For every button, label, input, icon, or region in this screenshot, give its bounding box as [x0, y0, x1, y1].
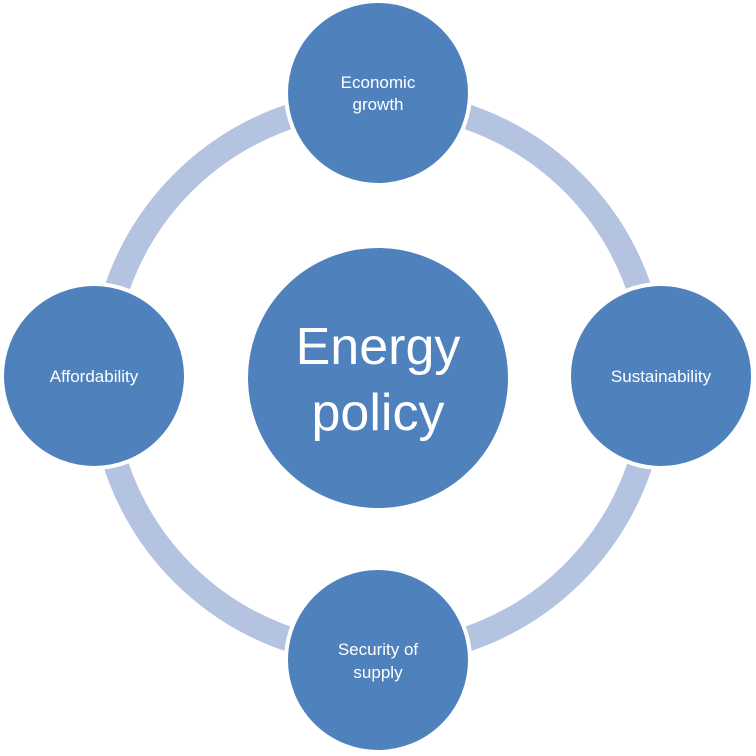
node-security-of-supply-circle: [284, 566, 472, 754]
node-sustainability-label: Sustainability: [611, 367, 712, 386]
center-node: Energy policy: [244, 244, 512, 512]
node-sustainability: Sustainability: [567, 282, 755, 470]
node-economic-growth-label-line-2: growth: [352, 95, 403, 114]
center-node-label-line-2: policy: [312, 384, 445, 442]
node-affordability-circle: [0, 282, 188, 470]
node-security-of-supply-label-line-1: Security of: [338, 640, 419, 659]
node-security-of-supply-label-line-2: supply: [353, 663, 403, 682]
node-sustainability-circle: [567, 282, 755, 470]
node-economic-growth-label-line-1: Economic: [341, 73, 416, 92]
node-affordability: Affordability: [0, 282, 188, 470]
center-node-label-line-1: Energy: [296, 318, 461, 376]
node-security-of-supply: Security of supply: [284, 566, 472, 754]
node-economic-growth-circle: [284, 0, 472, 187]
center-node-circle: [244, 244, 512, 512]
node-affordability-label: Affordability: [50, 367, 139, 386]
node-economic-growth: Economic growth: [284, 0, 472, 187]
